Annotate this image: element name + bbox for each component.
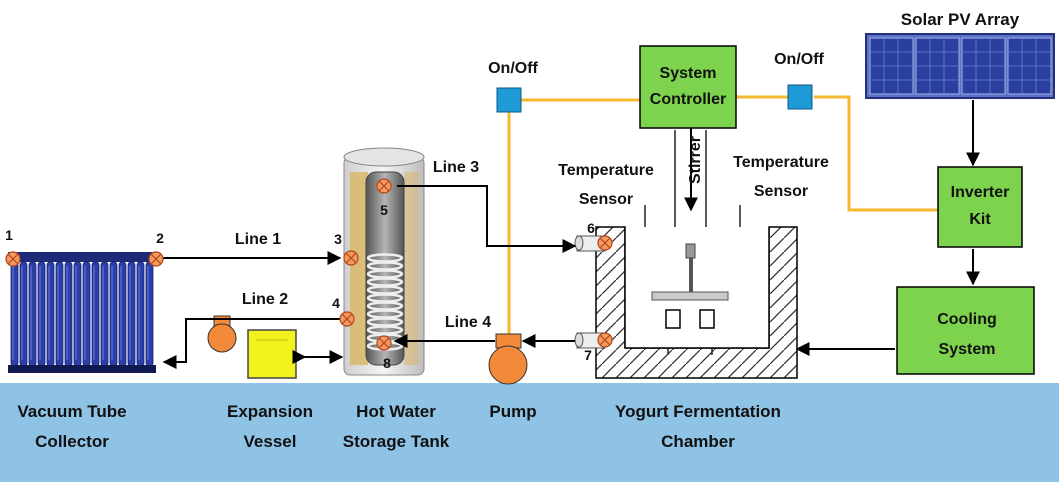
wire-right-switch-inverter — [814, 95, 938, 212]
tank-label-line1: Hot Water — [356, 402, 436, 421]
expansion-vessel — [247, 329, 297, 379]
expansion-vessel-label-line2: Vessel — [244, 432, 297, 451]
tank-label-line2: Storage Tank — [343, 432, 450, 451]
cooling-system-label-line2: System — [939, 341, 996, 358]
point-label-3: 3 — [334, 231, 342, 247]
vacuum-tube-collector — [8, 252, 156, 373]
valve-5 — [376, 178, 392, 194]
main-pump — [488, 333, 528, 385]
temp-sensor-right-label-line2: Sensor — [754, 183, 808, 200]
line1-label: Line 1 — [235, 231, 281, 248]
line3-path — [397, 185, 577, 253]
ground-band — [0, 383, 1059, 482]
vacuum-tube — [46, 261, 55, 367]
vacuum-tube — [64, 261, 73, 367]
cooling-system-label-line1: Cooling — [937, 311, 997, 328]
inverter-kit-label-line2: Kit — [969, 211, 991, 228]
cooling-system: Cooling System — [896, 286, 1035, 375]
point-label-7: 7 — [584, 347, 592, 363]
power-flow-arrows — [795, 100, 980, 356]
vacuum-tube — [100, 261, 109, 367]
vacuum-tube — [109, 261, 118, 367]
stirrer — [651, 128, 729, 301]
yogurt-fermentation-chamber — [595, 226, 798, 379]
line2-label: Line 2 — [242, 291, 288, 308]
chamber-label-line1: Yogurt Fermentation — [615, 402, 781, 421]
vacuum-tube — [10, 261, 19, 367]
temp-sensor-right-label-line1: Temperature — [733, 154, 829, 171]
solar-pv-array — [865, 33, 1055, 99]
collector-label-line2: Collector — [35, 432, 109, 451]
line4-label: Line 4 — [445, 314, 491, 331]
valve-7 — [597, 332, 613, 348]
valve-points: 1 2 3 4 5 6 7 8 — [5, 178, 613, 371]
vacuum-tube — [82, 261, 91, 367]
switch-right-label: On/Off — [774, 51, 824, 68]
switch-left-label: On/Off — [488, 60, 538, 77]
expansion-pump — [207, 315, 237, 353]
inverter-kit-label-line1: Inverter — [951, 184, 1010, 201]
point-label-1: 1 — [5, 227, 13, 243]
line3-label: Line 3 — [433, 159, 479, 176]
vacuum-tube — [145, 261, 154, 367]
vacuum-tube — [19, 261, 28, 367]
switch-left-icon — [496, 87, 522, 113]
chamber-label-line2: Chamber — [661, 432, 735, 451]
inverter-kit: Inverter Kit — [937, 166, 1023, 248]
valve-4 — [339, 311, 355, 327]
vacuum-tube — [118, 261, 127, 367]
control-wiring — [507, 95, 938, 340]
vacuum-tube — [37, 261, 46, 367]
pump-label: Pump — [489, 402, 536, 421]
switch-right-icon — [787, 84, 813, 110]
point-label-6: 6 — [587, 220, 595, 236]
stirrer-label: Stirrer — [687, 136, 704, 184]
vacuum-tube — [127, 261, 136, 367]
point-label-4: 4 — [332, 295, 340, 311]
point-label-2: 2 — [156, 230, 164, 246]
temperature-sensor-left — [665, 309, 681, 329]
system-controller-label-line1: System — [660, 65, 717, 82]
diagram-title: Solar PV Array — [901, 10, 1020, 29]
system-controller-label-line2: Controller — [650, 91, 726, 108]
line2-path — [162, 318, 346, 369]
temp-sensor-left-label-line2: Sensor — [579, 191, 633, 208]
collector-label-line1: Vacuum Tube — [17, 402, 126, 421]
valve-1 — [5, 251, 21, 267]
flow-lines — [156, 185, 577, 369]
vacuum-tube — [55, 261, 64, 367]
valve-6 — [597, 235, 613, 251]
vacuum-tube — [28, 261, 37, 367]
vacuum-tube — [91, 261, 100, 367]
system-controller: System Controller — [639, 45, 737, 129]
point-label-8: 8 — [383, 355, 391, 371]
point-label-5: 5 — [380, 202, 388, 218]
valve-8 — [376, 335, 392, 351]
vacuum-tube — [136, 261, 145, 367]
vacuum-tube — [73, 261, 82, 367]
valve-2 — [148, 251, 164, 267]
valve-3 — [343, 250, 359, 266]
expansion-vessel-label-line1: Expansion — [227, 402, 313, 421]
temperature-sensor-right — [699, 309, 715, 329]
temp-sensor-left-label-line1: Temperature — [558, 162, 654, 179]
